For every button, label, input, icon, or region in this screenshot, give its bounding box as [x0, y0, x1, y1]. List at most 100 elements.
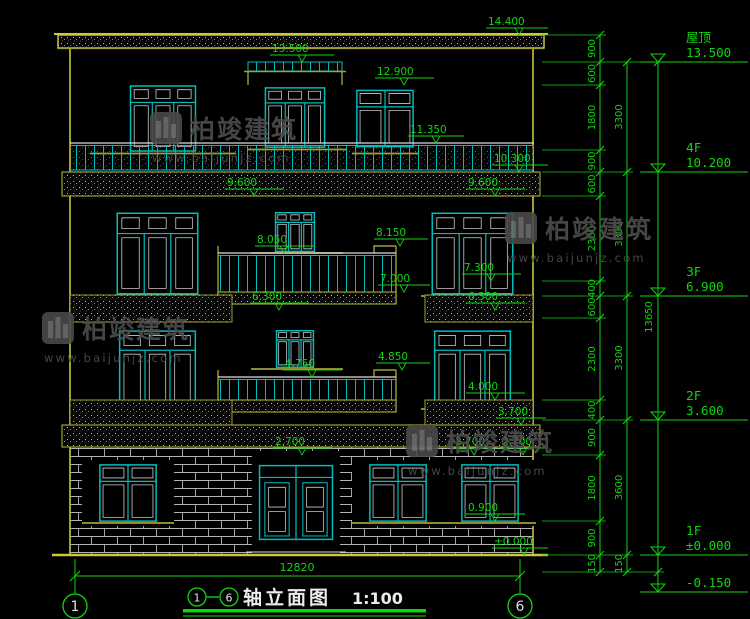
- dim-segment: 600: [587, 64, 598, 83]
- svg-text:3F: 3F: [686, 264, 701, 279]
- level-text: 10.300: [494, 153, 531, 165]
- title-axis-left: 1: [194, 592, 201, 605]
- watermark-url: www.baijunjz.com: [408, 464, 547, 478]
- watermark: 柏竣建筑 www.baijunjz.com: [505, 212, 653, 265]
- roof-terrace-parapet: [244, 61, 346, 85]
- dim-segment: 3300: [614, 221, 625, 246]
- level-text: 8.150: [376, 227, 406, 239]
- elevation-marker: 14.400: [486, 16, 548, 36]
- axis-bubbles: 1 6: [62, 584, 533, 619]
- level-text: 13.500: [272, 43, 309, 55]
- level-text: 2.700: [502, 436, 532, 448]
- dim-segment: 3300: [614, 345, 625, 370]
- watermark-url: www.baijunjz.com: [44, 351, 183, 365]
- dimension-chain-lines: [599, 35, 659, 592]
- level-text: 2.700: [275, 436, 305, 448]
- dimension-ticks-outer: [622, 57, 663, 577]
- elevation-marker: 7.000: [378, 273, 430, 293]
- elevation-marker: 8.050: [255, 234, 314, 254]
- axis-bubble-left: [62, 593, 88, 619]
- elevation-marker: 13.500: [270, 43, 334, 63]
- elevation-markers: 14.400 13.500 12.900 11.350 10.300 9.600…: [225, 16, 548, 556]
- dim-segment: 600: [587, 297, 598, 316]
- level-text: 3.700: [498, 406, 528, 418]
- level-text: 0.900: [468, 502, 498, 514]
- elevation-marker: 4.000: [466, 381, 525, 401]
- elevation-marker: 0.900: [466, 502, 525, 522]
- dim-segment: 600: [587, 174, 598, 193]
- level-text: 2.700: [455, 436, 485, 448]
- watermark-brand: 柏竣建筑: [446, 428, 554, 457]
- svg-text:屋顶: 屋顶: [686, 30, 712, 45]
- windows-1f: [82, 464, 536, 524]
- watermark: 柏竣建筑 www.baijunjz.com: [42, 312, 190, 365]
- level-text: 9.600: [227, 177, 257, 189]
- elevation-marker: 4.850: [376, 351, 430, 371]
- level-text: 4.750: [285, 358, 315, 370]
- title-underline-thick: [183, 609, 426, 613]
- elevation-marker: 11.350: [408, 124, 464, 144]
- dim-segment: 400: [587, 279, 598, 298]
- axis-bubble-right: [507, 593, 533, 619]
- spandrel-panels-3f: [69, 294, 534, 323]
- svg-text:-0.150: -0.150: [686, 575, 731, 590]
- elevation-marker: 3.700: [496, 406, 546, 426]
- elevation-marker: 10.300: [492, 153, 548, 173]
- elevation-marker: 7.300: [462, 262, 521, 282]
- level-text: ±0.000: [494, 536, 533, 548]
- elevation-marker: 12.900: [375, 66, 434, 86]
- watermark-url: www.baijunjz.com: [152, 151, 291, 165]
- dim-segment: 2300: [587, 226, 598, 251]
- svg-text:10.200: 10.200: [686, 155, 731, 170]
- elevation-marker: 9.600: [225, 177, 284, 197]
- level-text: 4.000: [468, 381, 498, 393]
- watermark-url: www.baijunjz.com: [507, 251, 646, 265]
- right-dimensions: 900 600 1800 900 600 2300 400 600 2300 4…: [542, 30, 664, 592]
- level-text: 9.600: [468, 177, 498, 189]
- level-text: 6.300: [252, 291, 282, 303]
- level-text: 6.300: [468, 291, 498, 303]
- dim-segment: 900: [587, 151, 598, 170]
- elevation-marker: ±0.000: [492, 536, 548, 556]
- floor-level-triangles: [649, 53, 667, 593]
- overall-width-dim: 12820: [280, 561, 315, 574]
- svg-text:4F: 4F: [686, 140, 701, 155]
- watermark-brand: 柏竣建筑: [545, 215, 653, 244]
- elevation-marker: 8.150: [374, 227, 428, 247]
- dim-segment: 2300: [587, 346, 598, 371]
- level-text: 14.400: [488, 16, 525, 28]
- watermark: 柏竣建筑 www.baijunjz.com: [406, 425, 554, 478]
- floor-label: 3F6.900: [686, 264, 724, 294]
- floor-label: 2F3.600: [686, 388, 724, 418]
- watermark-brand: 柏竣建筑: [82, 315, 190, 344]
- axis-number-left: 1: [71, 599, 80, 615]
- elevation-marker: 2.700: [453, 436, 497, 456]
- title-block: 1 6 轴立面图 1:100: [183, 586, 426, 617]
- title-axis-circle-left: [187, 587, 207, 607]
- title-axis-circle-right: [219, 587, 239, 607]
- elevation-marker: 2.700: [273, 436, 332, 456]
- level-text: 7.000: [380, 273, 410, 285]
- dim-segment: 3300: [614, 104, 625, 129]
- floor-label: 1F±0.000: [686, 523, 731, 553]
- axis-number-right: 6: [516, 599, 525, 615]
- entry-door: [246, 464, 346, 553]
- floor-level-lines: [640, 61, 748, 593]
- level-text: 12.900: [377, 66, 414, 78]
- svg-text:13.500: 13.500: [686, 45, 731, 60]
- level-text: 8.050: [257, 234, 287, 246]
- floor-label: -0.150: [686, 575, 731, 590]
- roof-slab: [54, 33, 548, 50]
- building: [52, 33, 548, 557]
- dim-segment: 900: [587, 39, 598, 58]
- watermark: 柏竣建筑 www.baijunjz.com: [150, 112, 296, 165]
- elevation-marker: 4.750: [283, 358, 342, 378]
- drawing-scale: 1:100: [352, 589, 403, 608]
- dimension-ticks-inner: [595, 30, 605, 577]
- svg-text:±0.000: ±0.000: [686, 538, 731, 553]
- dim-segment: 900: [587, 528, 598, 547]
